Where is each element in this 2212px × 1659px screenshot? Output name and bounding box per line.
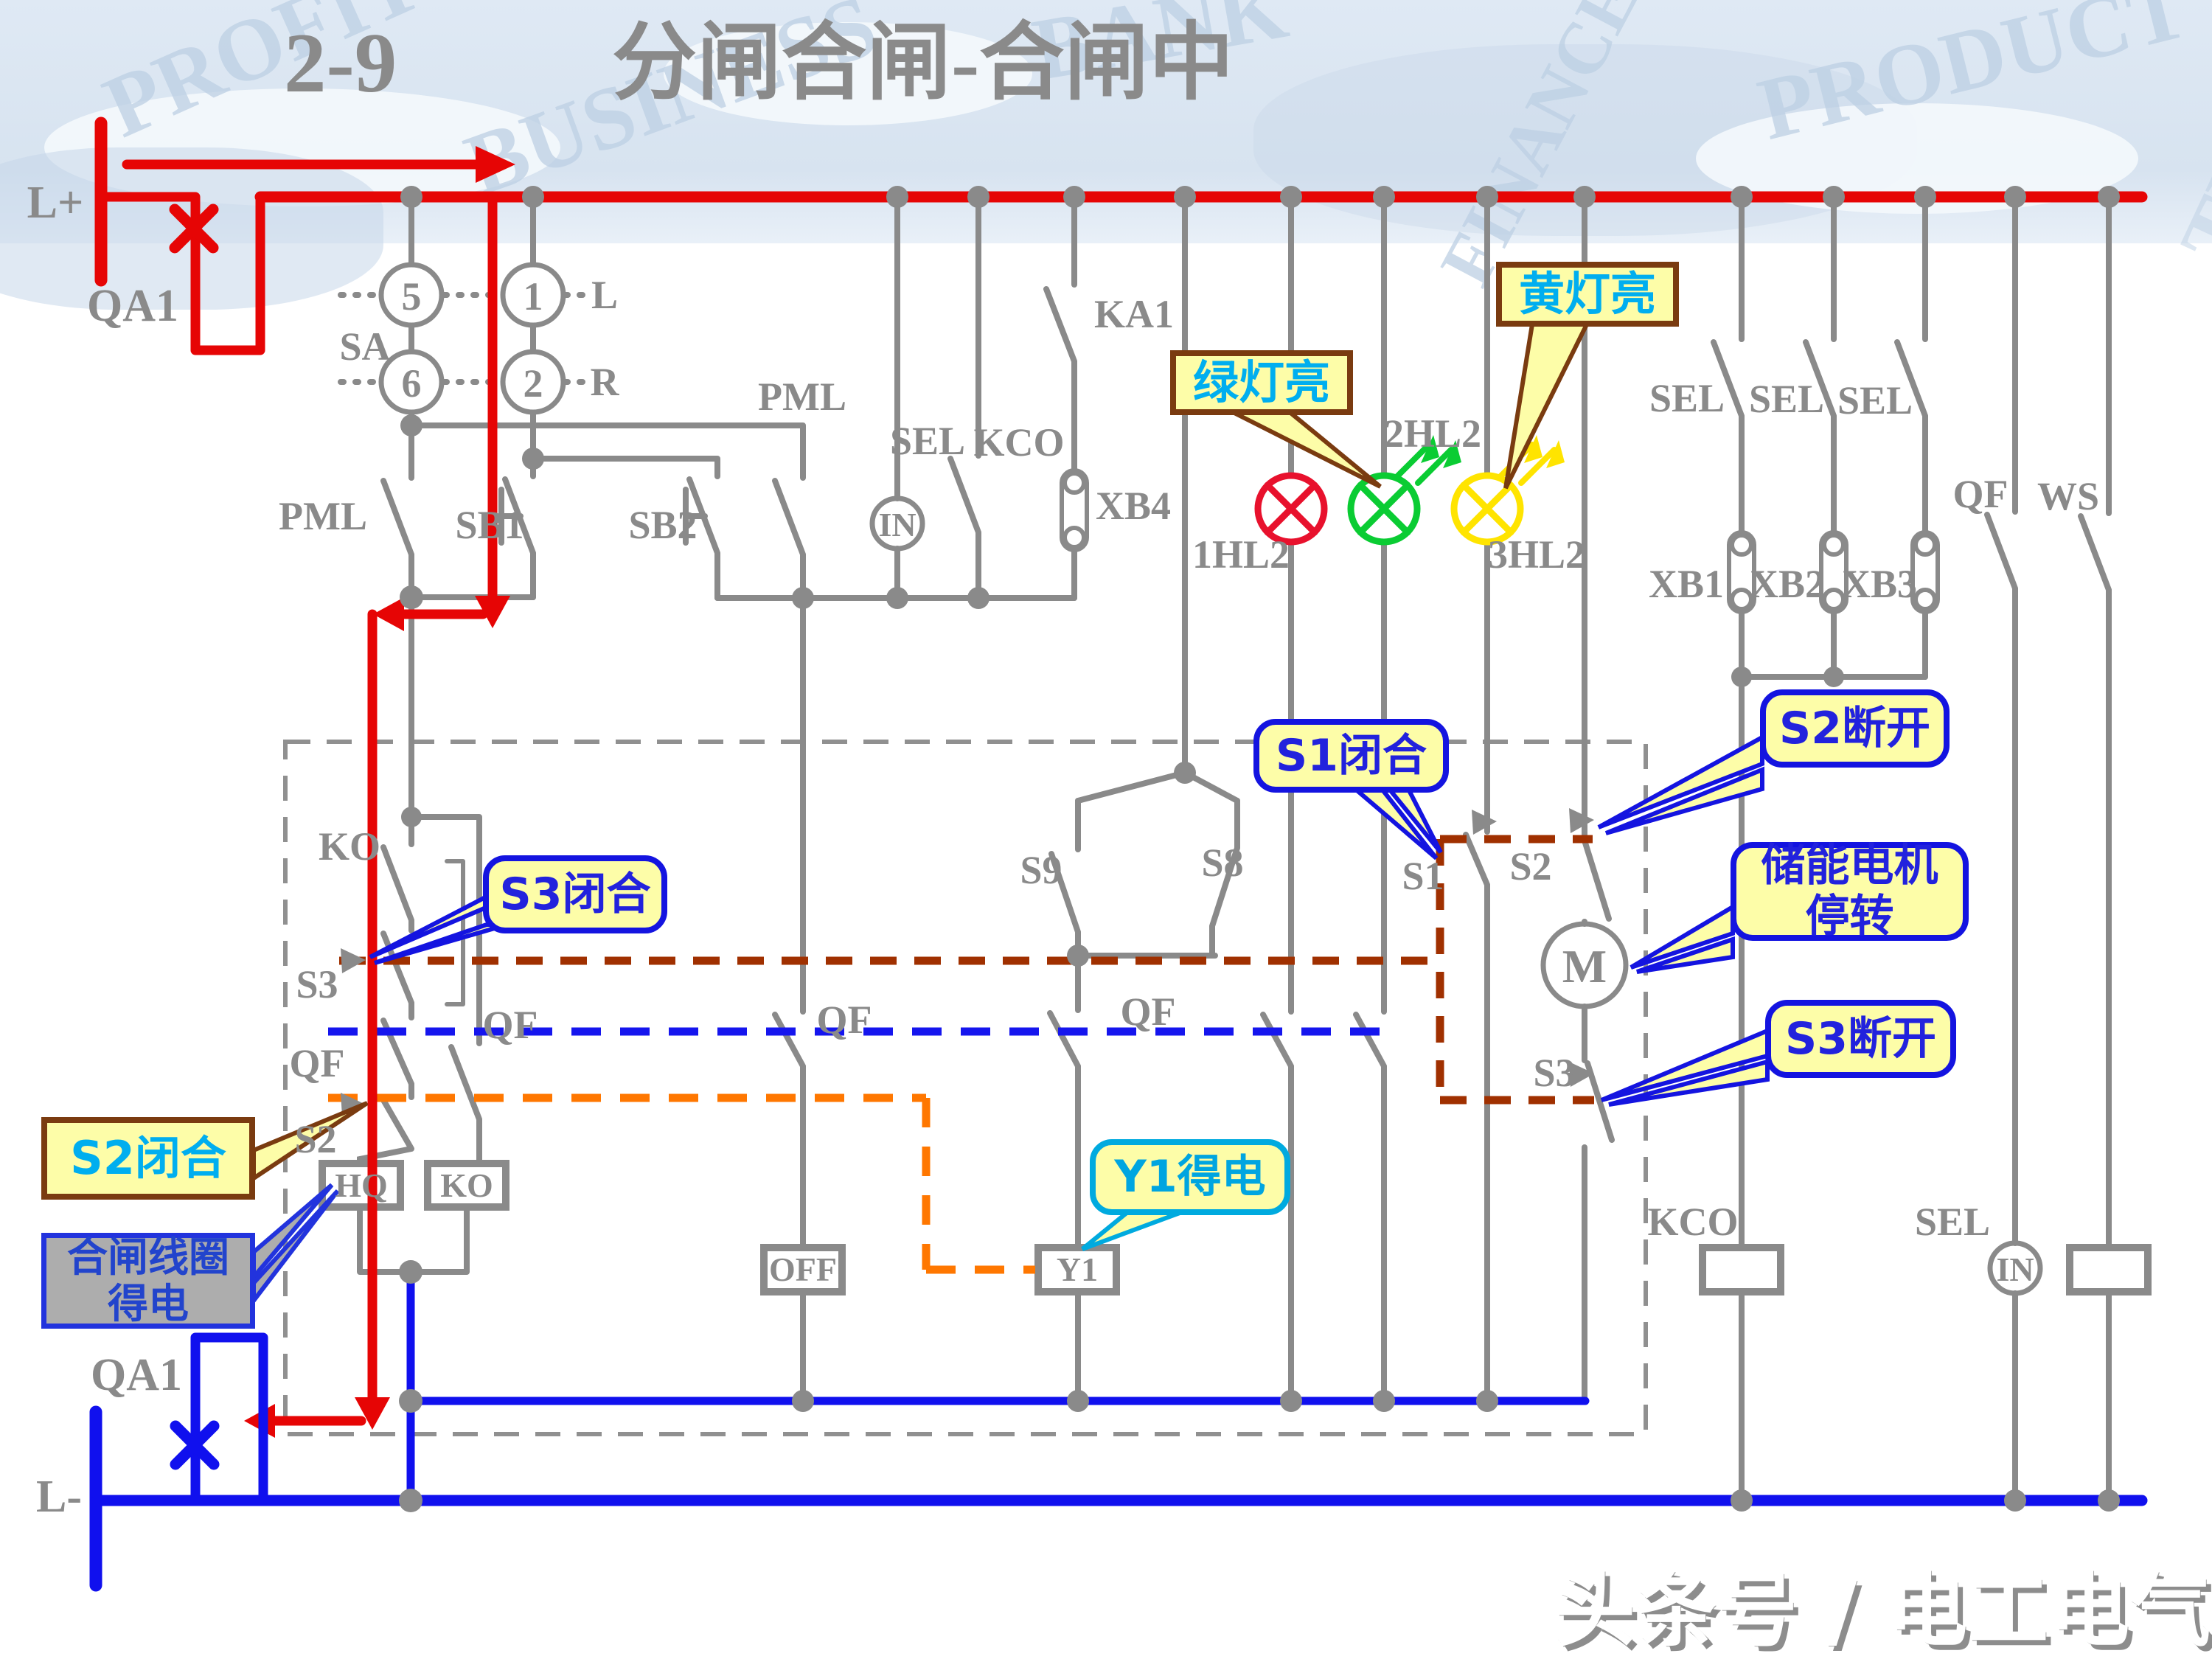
label-xb2: XB2	[1749, 562, 1826, 606]
label-off-coil: OFF	[769, 1251, 837, 1288]
label-sb1: SB1	[455, 503, 524, 547]
indicator-lamps	[1254, 435, 1565, 546]
sa-contact-6: 6	[401, 361, 422, 406]
negative-power-path	[89, 1267, 2148, 1592]
callout-closing-coil-energized: 合闸线圈 得电	[41, 1233, 255, 1329]
qa1-bottom-x-mark	[170, 1420, 220, 1470]
callout-motor-stopped: 储能电机 停转	[1731, 840, 1969, 942]
label-sel-r1: SEL	[1649, 376, 1725, 420]
page-title: 分闸合闸-合闸中	[612, 16, 1234, 110]
label-qa1-bottom: QA1	[91, 1350, 182, 1400]
label-kco-mid: KCO	[973, 420, 1065, 465]
callout-closing-coil-line1: 合闸线圈	[66, 1233, 229, 1281]
credit-watermark: 头条号 / 电工电气技术	[1555, 1565, 2212, 1658]
gray-wires	[319, 194, 2152, 1503]
label-qa1-top: QA1	[87, 281, 178, 331]
label-s3-mid: S3	[1533, 1051, 1576, 1095]
label-xb3: XB3	[1841, 562, 1918, 606]
s3-signal-brown-dash-branch	[1436, 835, 1594, 1105]
callout-yellow-light-on: 黄灯亮	[1496, 262, 1679, 327]
map-blob	[664, 22, 1032, 125]
callout-green-light-on: 绿灯亮	[1170, 350, 1353, 415]
switch-motion-arrows	[341, 808, 1594, 1116]
label-ka1-top: KA1	[1094, 292, 1174, 336]
label-ws: WS	[2037, 474, 2100, 518]
label-1hl2: 1HL2	[1192, 532, 1290, 577]
label-motor-m: M	[1562, 940, 1607, 992]
callout-closing-coil-line2: 得电	[107, 1280, 189, 1327]
label-sel-mid: SEL	[889, 419, 966, 463]
lamp-1hl2-red	[1254, 472, 1328, 546]
label-xb1: XB1	[1648, 562, 1725, 606]
label-sel-r2: SEL	[1748, 377, 1825, 421]
callout-s2-closed: S2闭合	[41, 1117, 255, 1200]
label-s2-mid: S2	[1509, 844, 1552, 888]
label-qf-kocol: QF	[482, 1003, 538, 1047]
junction-nodes	[399, 186, 2120, 1512]
label-s2-ladder: S2	[294, 1117, 337, 1161]
sa-contact-2: 2	[523, 361, 543, 406]
label-2hl2: 2HL2	[1383, 411, 1482, 456]
callout-y1-energized: Y1得电	[1090, 1139, 1290, 1215]
label-3hl2: 3HL2	[1487, 532, 1586, 577]
label-ko-ladder: KO	[318, 824, 381, 869]
label-ko-coil: KO	[440, 1166, 493, 1204]
label-sel-r3: SEL	[1837, 378, 1913, 422]
sa-contact-5: 5	[401, 274, 422, 319]
callout-s3-open: S3断开	[1765, 1000, 1956, 1078]
label-qf-ladder: QF	[289, 1041, 345, 1085]
label-l-plus: L+	[27, 178, 84, 228]
label-s1-mid: S1	[1402, 854, 1444, 898]
label-l: L	[591, 273, 619, 317]
label-l-minus: L-	[36, 1472, 82, 1522]
label-sb2: SB2	[628, 503, 698, 547]
label-pml-left: PML	[279, 494, 367, 538]
label-in-bottom: IN	[1996, 1251, 2034, 1288]
positive-power-path	[94, 116, 2148, 1438]
label-hq-coil: HQ	[335, 1166, 388, 1204]
label-xb4: XB4	[1095, 484, 1172, 528]
lamp-2hl2-green	[1347, 435, 1461, 546]
label-qf-mid1: QF	[816, 998, 872, 1042]
sa-contact-1: 1	[523, 274, 543, 319]
label-s8: S8	[1201, 841, 1244, 885]
label-kco-coil: KCO	[1647, 1200, 1739, 1244]
label-y1-coil: Y1	[1056, 1251, 1099, 1288]
callout-s2-open: S2断开	[1760, 689, 1950, 768]
signal-dashed-lines	[328, 835, 1594, 1274]
label-in-top: IN	[878, 506, 917, 543]
label-qf-mid2: QF	[1120, 990, 1176, 1034]
label-sa: SA	[339, 324, 391, 369]
label-qf-right: QF	[1952, 472, 2008, 516]
label-s3-ladder: S3	[296, 962, 338, 1006]
callout-s3-closed: S3闭合	[483, 855, 667, 933]
page-title-number: 2-9	[284, 16, 397, 110]
qa1-open-x-mark	[169, 204, 219, 254]
label-pml-top: PML	[758, 375, 846, 419]
callout-s1-closed: S1闭合	[1253, 719, 1449, 793]
s2-signal-orange-dash	[328, 1093, 1035, 1274]
label-s9: S9	[1020, 848, 1062, 892]
label-r: R	[590, 360, 619, 404]
label-sel-bottom: SEL	[1914, 1200, 1991, 1244]
callout-motor-stopped-line1: 储能电机	[1761, 840, 1938, 891]
callout-motor-stopped-line2: 停转	[1805, 891, 1894, 942]
